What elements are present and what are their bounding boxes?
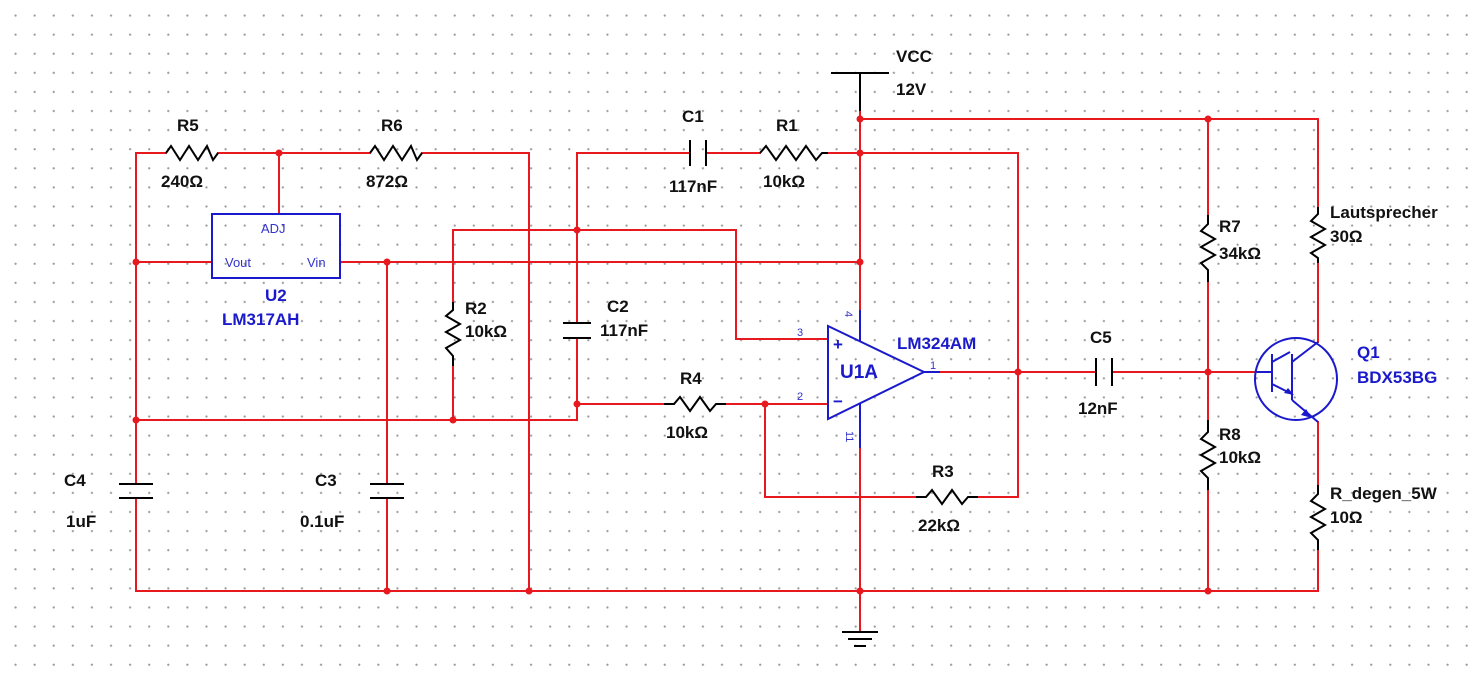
r4-value: 10kΩ [666,423,708,442]
resistor-r4[interactable]: R4 10kΩ [664,369,726,442]
resistor-r7[interactable]: R7 34kΩ [1198,215,1261,282]
resistor-r8[interactable]: R8 10kΩ [1198,420,1261,490]
capacitor-c4[interactable]: C4 1uF [64,471,153,531]
r8-value: 10kΩ [1219,448,1261,467]
r6-value: 872Ω [366,172,408,191]
r7-name: R7 [1219,217,1241,236]
c5-value: 12nF [1078,399,1118,418]
resistor-lautsprecher[interactable]: Lautsprecher 30Ω [1308,203,1438,263]
c5-name: C5 [1090,328,1112,347]
lautsprecher-value: 30Ω [1330,227,1363,246]
pin-1: 1 [930,360,936,372]
r5-name: R5 [177,116,199,135]
q1-ref: Q1 [1357,343,1380,362]
capacitor-c2[interactable]: C2 117nF [563,297,648,340]
pin-vin-label: Vin [307,255,326,270]
lautsprecher-name: Lautsprecher [1330,203,1438,222]
resistor-r-degen[interactable]: R_degen_5W 10Ω [1308,484,1438,550]
u2-part: LM317AH [222,310,299,329]
pin-4: 4 [842,311,854,317]
c2-value: 117nF [600,321,648,340]
u1a-ref: U1A [840,362,878,383]
pin-vout-label: Vout [225,255,251,270]
r2-name: R2 [465,299,487,318]
r2-value: 10kΩ [465,322,507,341]
capacitor-c3[interactable]: C3 0.1uF [300,471,404,531]
c3-value: 0.1uF [300,512,344,531]
r1-value: 10kΩ [763,172,805,191]
pin-2: 2 [797,391,803,403]
c4-name: C4 [64,471,86,490]
c2-name: C2 [607,297,629,316]
q1-part: BDX53BG [1357,368,1437,387]
c3-name: C3 [315,471,337,490]
vcc-supply[interactable]: VCC 12V [831,47,932,111]
r4-name: R4 [680,369,702,388]
c1-name: C1 [682,107,704,126]
pin-11: 11 [843,431,855,442]
ground-symbol[interactable] [842,631,878,647]
regulator-u2[interactable]: ADJ Vout Vin U2 LM317AH [211,213,341,329]
r1-name: R1 [776,116,798,135]
c4-value: 1uF [66,512,96,531]
junctions [132,115,1212,595]
r7-value: 34kΩ [1219,244,1261,263]
c1-value: 117nF [669,177,717,196]
transistor-q1[interactable]: Q1 BDX53BG [1254,337,1437,423]
r-degen-name: R_degen_5W [1330,484,1438,503]
r3-name: R3 [932,462,954,481]
capacitor-c5[interactable]: C5 12nF [1078,328,1118,418]
resistor-r6[interactable]: R6 872Ω [366,116,423,191]
capacitor-c1[interactable]: C1 117nF [669,107,717,196]
resistor-r2[interactable]: R2 10kΩ [443,299,507,366]
resistor-r5[interactable]: R5 240Ω [161,116,219,191]
opamp-u1a[interactable]: + − 3 2 1 4 11 U1A LM324AM [797,310,976,448]
u2-ref: U2 [265,286,287,305]
pin-adj-label: ADJ [261,221,286,236]
opamp-minus: − [833,392,843,411]
resistor-r1[interactable]: R1 10kΩ [759,116,828,191]
vcc-value: 12V [896,80,927,99]
r6-name: R6 [381,116,403,135]
r8-name: R8 [1219,425,1241,444]
pin-3: 3 [797,327,803,339]
u1a-part: LM324AM [897,334,976,353]
wires [135,110,1319,633]
r-degen-value: 10Ω [1330,508,1363,527]
r3-value: 22kΩ [918,516,960,535]
r5-value: 240Ω [161,172,203,191]
resistor-r3[interactable]: R3 22kΩ [916,462,978,535]
vcc-label: VCC [896,47,932,66]
opamp-plus: + [833,335,843,354]
